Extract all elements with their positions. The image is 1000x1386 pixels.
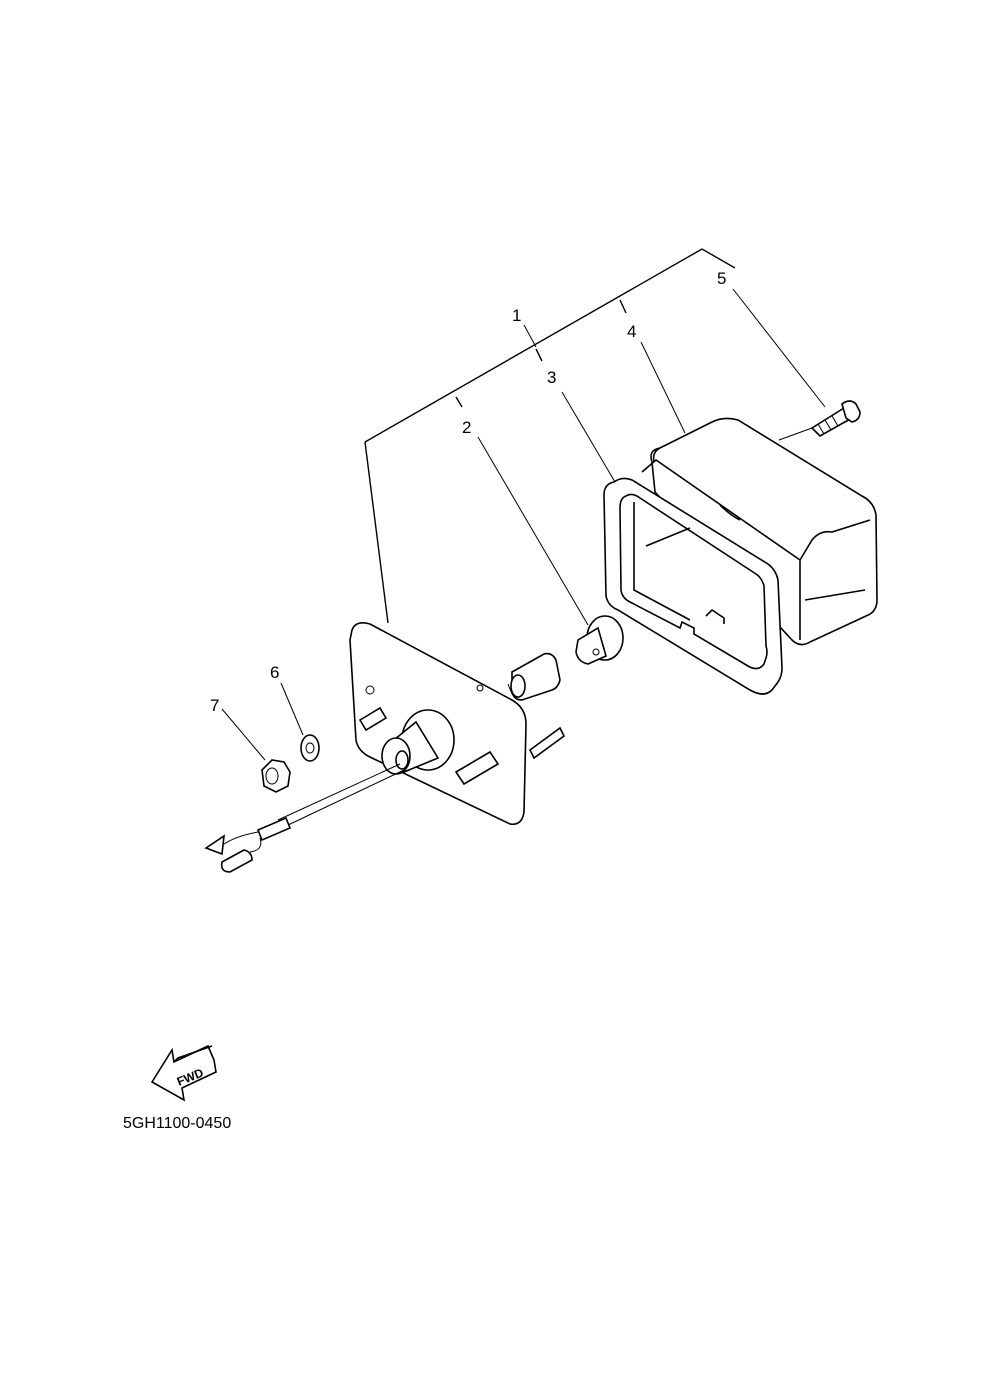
callout-2: 2 [462, 418, 471, 437]
callouts: 1 2 3 4 5 6 7 [210, 269, 726, 715]
bulb [575, 615, 624, 665]
socket [507, 652, 561, 701]
lamp-housing [641, 417, 878, 646]
washer [300, 734, 320, 762]
lens-gasket [603, 477, 783, 695]
callout-7: 7 [210, 696, 219, 715]
drawing-code: 5GH1100-0450 [123, 1115, 231, 1132]
nut [261, 759, 291, 793]
callout-1: 1 [512, 306, 521, 325]
wire-lead [204, 763, 405, 873]
assembly-bracket-lines [364, 248, 736, 624]
callout-5: 5 [717, 269, 726, 288]
fwd-arrow-icon: FWD [150, 1044, 217, 1102]
callout-6: 6 [270, 663, 279, 682]
base-plate [349, 622, 566, 826]
callout-3: 3 [547, 368, 556, 387]
callout-4: 4 [627, 322, 636, 341]
leader-lines [221, 288, 826, 761]
screw [810, 400, 861, 437]
